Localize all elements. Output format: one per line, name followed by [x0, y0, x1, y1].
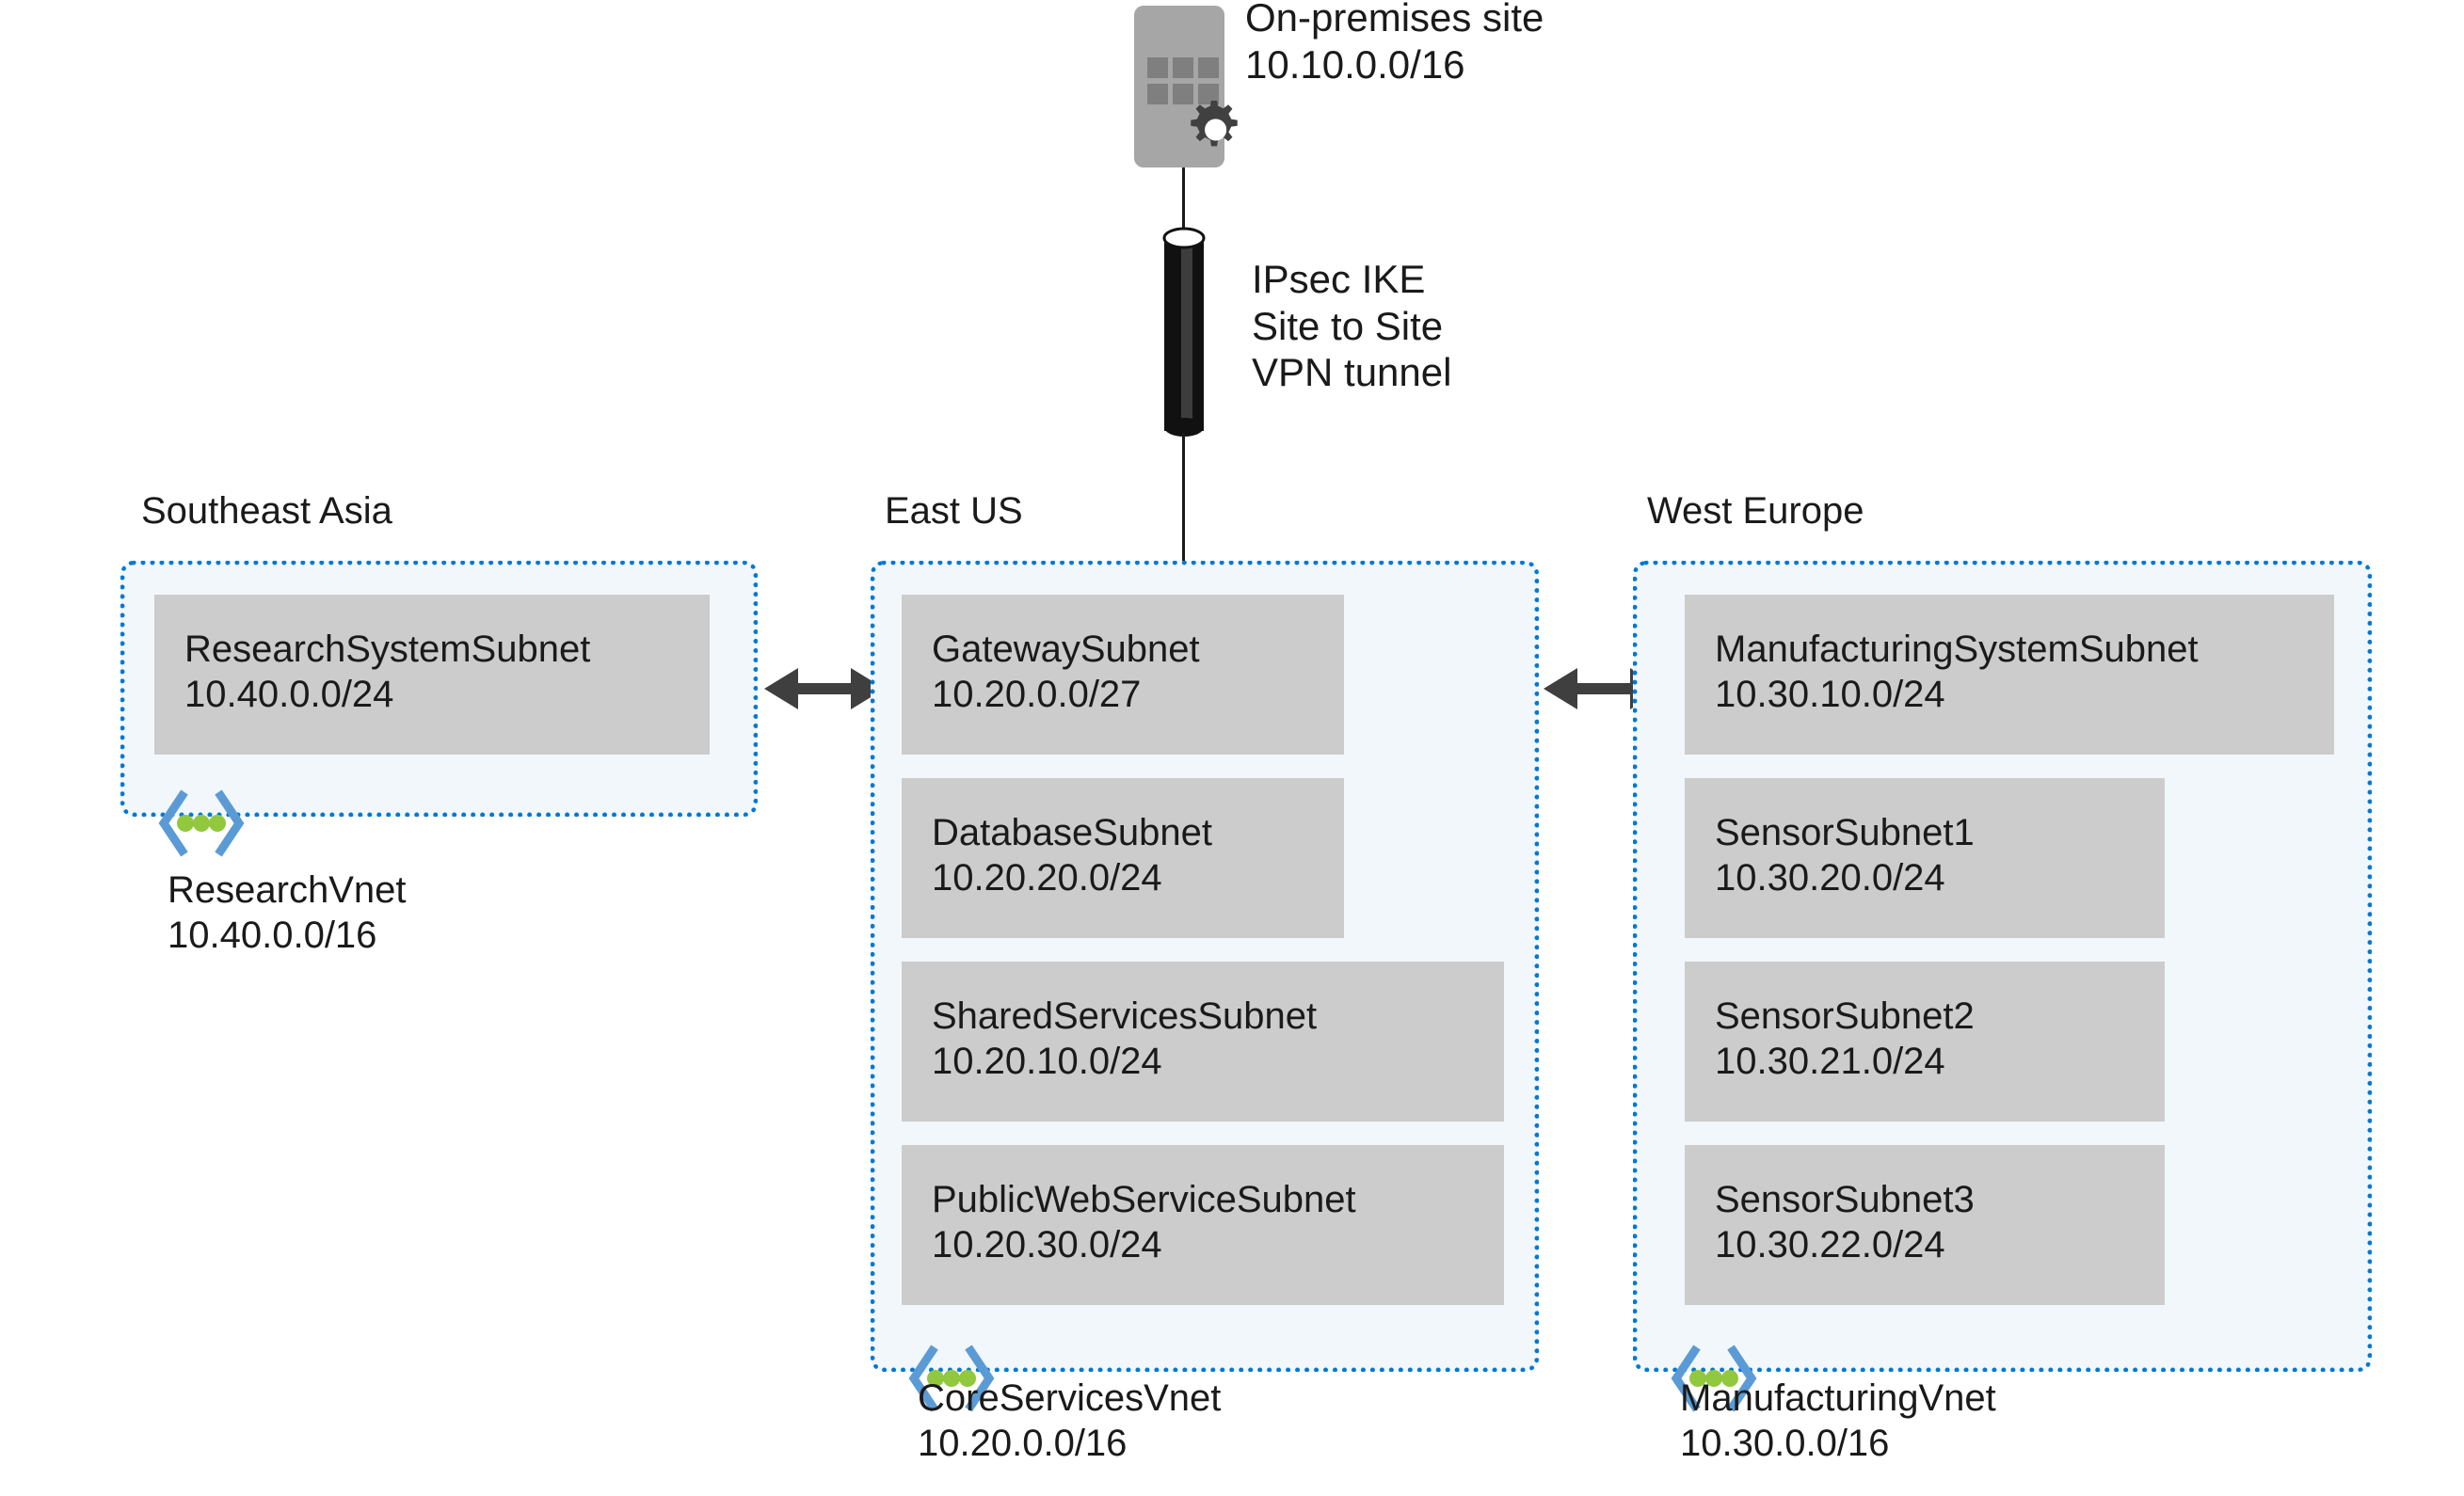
building-windows — [1147, 57, 1219, 104]
subnet-box-database[interactable]: DatabaseSubnet 10.20.20.0/24 — [902, 778, 1344, 938]
subnet-cidr: 10.30.10.0/24 — [1715, 674, 1945, 715]
region-label-west-europe: West Europe — [1647, 490, 1864, 532]
building-window-cell — [1147, 57, 1168, 78]
subnet-box-research-system[interactable]: ResearchSystemSubnet 10.40.0.0/24 — [154, 595, 710, 755]
on-premises-site-name: On-premises site — [1245, 0, 1544, 40]
gear-icon — [1191, 101, 1238, 147]
vnet-name: ManufacturingVnet — [1680, 1377, 1996, 1419]
vnet-icon — [1671, 1345, 1757, 1412]
subnet-cidr: 10.20.20.0/24 — [932, 857, 1162, 899]
vpn-tunnel-icon — [1162, 227, 1206, 437]
subnet-cidr: 10.30.22.0/24 — [1715, 1224, 1945, 1265]
subnet-cidr: 10.30.21.0/24 — [1715, 1041, 1945, 1082]
subnet-box-sensor-3[interactable]: SensorSubnet3 10.30.22.0/24 — [1685, 1145, 2165, 1305]
subnet-name: GatewaySubnet — [932, 629, 1200, 670]
vnet-name: ResearchVnet — [168, 869, 407, 911]
vnet-icon — [908, 1345, 995, 1412]
on-premises-site-label: On-premises site 10.10.0.0/16 — [1245, 0, 1544, 88]
subnet-name: SensorSubnet3 — [1715, 1179, 1975, 1220]
subnet-box-sensor-1[interactable]: SensorSubnet1 10.30.20.0/24 — [1685, 778, 2165, 938]
subnet-name: ManufacturingSystemSubnet — [1715, 629, 2199, 670]
on-premises-site-group: On-premises site 10.10.0.0/16 — [1134, 0, 1793, 171]
subnet-box-sharedservices[interactable]: SharedServicesSubnet 10.20.10.0/24 — [902, 962, 1504, 1122]
building-window-cell — [1198, 57, 1219, 78]
building-window-cell — [1173, 84, 1193, 104]
tunnel-line-lower — [1182, 433, 1185, 565]
subnet-name: PublicWebServiceSubnet — [932, 1179, 1356, 1220]
peering-arrow-asia-eastus[interactable] — [764, 659, 885, 719]
tunnel-label-line-3: VPN tunnel — [1252, 350, 1452, 395]
subnet-name: SensorSubnet2 — [1715, 995, 1975, 1037]
subnet-box-manufacturing-system[interactable]: ManufacturingSystemSubnet 10.30.10.0/24 — [1685, 595, 2334, 755]
subnet-name: SharedServicesSubnet — [932, 995, 1318, 1037]
building-window-cell — [1147, 84, 1168, 104]
on-premises-site-cidr: 10.10.0.0/16 — [1245, 41, 1465, 87]
tunnel-label-line-2: Site to Site — [1252, 303, 1444, 348]
subnet-name: SensorSubnet1 — [1715, 812, 1975, 853]
vnet-icon — [158, 789, 245, 857]
subnet-box-publicwebservice[interactable]: PublicWebServiceSubnet 10.20.30.0/24 — [902, 1145, 1504, 1305]
subnet-cidr: 10.20.0.0/27 — [932, 674, 1142, 715]
building-window-cell — [1173, 57, 1193, 78]
subnet-cidr: 10.20.10.0/24 — [932, 1041, 1162, 1082]
office-building-icon — [1134, 6, 1224, 167]
region-label-east-us: East US — [885, 490, 1023, 532]
subnet-cidr: 10.40.0.0/24 — [184, 674, 394, 715]
vnet-cidr: 10.20.0.0/16 — [918, 1423, 1128, 1464]
tunnel-line-upper — [1182, 167, 1185, 230]
subnet-name: ResearchSystemSubnet — [184, 629, 591, 670]
tunnel-label-line-1: IPsec IKE — [1252, 257, 1426, 301]
region-label-southeast-asia: Southeast Asia — [141, 490, 392, 532]
vnet-caption-research: ResearchVnet 10.40.0.0/16 — [168, 867, 406, 958]
building-window-cell — [1198, 84, 1219, 104]
subnet-name: DatabaseSubnet — [932, 812, 1213, 853]
vnet-cidr: 10.30.0.0/16 — [1680, 1423, 1890, 1464]
subnet-box-gateway[interactable]: GatewaySubnet 10.20.0.0/27 — [902, 595, 1344, 755]
vpn-tunnel-label: IPsec IKE Site to Site VPN tunnel — [1252, 256, 1451, 396]
vnet-caption-coreservices: CoreServicesVnet 10.20.0.0/16 — [918, 1376, 1221, 1466]
vnet-caption-manufacturing: ManufacturingVnet 10.30.0.0/16 — [1680, 1376, 1996, 1466]
subnet-box-sensor-2[interactable]: SensorSubnet2 10.30.21.0/24 — [1685, 962, 2165, 1122]
vnet-name: CoreServicesVnet — [918, 1377, 1222, 1419]
subnet-cidr: 10.20.30.0/24 — [932, 1224, 1162, 1265]
subnet-cidr: 10.30.20.0/24 — [1715, 857, 1945, 899]
vnet-cidr: 10.40.0.0/16 — [168, 915, 377, 956]
